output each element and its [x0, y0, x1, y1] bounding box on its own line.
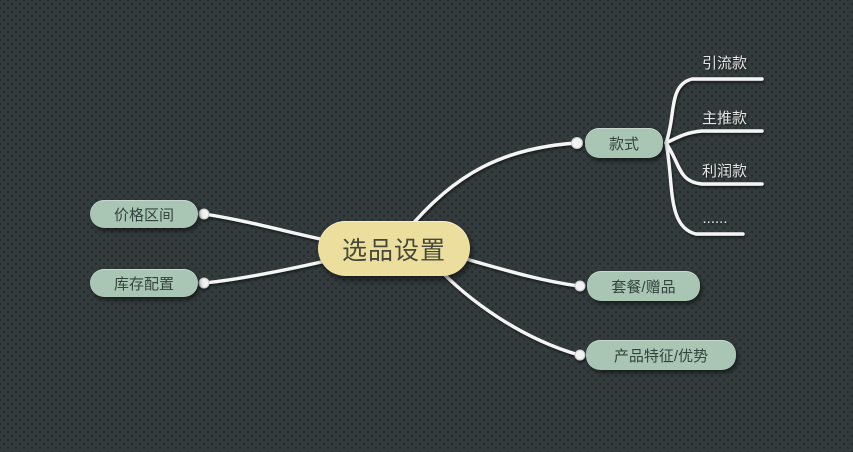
- node-style[interactable]: 款式: [585, 128, 663, 158]
- edge-style-child1: [664, 77, 764, 145]
- edge-style-child2: [664, 129, 764, 145]
- node-stock-config[interactable]: 库存配置: [90, 269, 198, 297]
- root-node[interactable]: 选品设置: [318, 221, 470, 276]
- node-product-features[interactable]: 产品特征/优势: [586, 340, 736, 370]
- edge-root-price: [202, 212, 332, 243]
- edge-root-bundle: [450, 253, 581, 288]
- child-traffic-style[interactable]: 引流款: [701, 55, 747, 72]
- child-main-push-style[interactable]: 主推款: [701, 110, 747, 127]
- edge-style-child3: [664, 141, 764, 186]
- edge-style-child4: [664, 141, 745, 236]
- dot-stock: [198, 277, 210, 289]
- dot-price: [198, 208, 210, 220]
- node-price-range[interactable]: 价格区间: [90, 200, 198, 228]
- child-profit-style[interactable]: 利润款: [701, 163, 747, 180]
- dot-style: [571, 137, 583, 149]
- child-ellipsis[interactable]: ......: [702, 210, 728, 227]
- dot-bundle: [574, 280, 586, 292]
- node-bundle-gift[interactable]: 套餐/赠品: [587, 271, 700, 301]
- edge-root-style: [403, 141, 578, 235]
- dot-feature: [574, 349, 586, 361]
- edge-root-stock: [202, 258, 332, 285]
- edge-root-feature: [434, 264, 581, 357]
